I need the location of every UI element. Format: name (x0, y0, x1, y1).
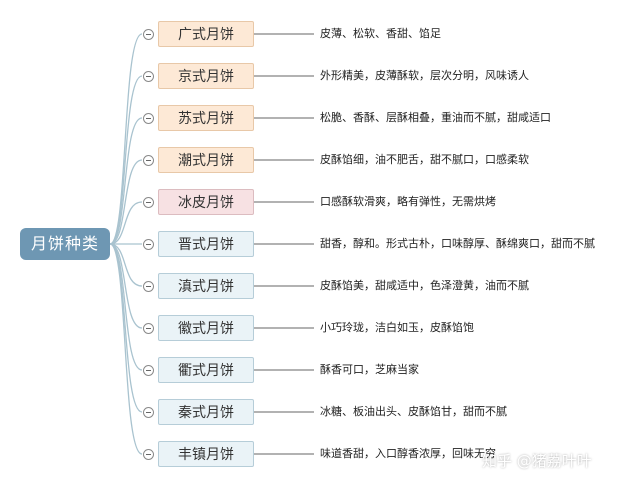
watermark: 知乎 @猪荔叶叶 (482, 452, 592, 470)
collapse-toggle-icon[interactable] (143, 406, 154, 418)
branch-node[interactable]: 徽式月饼 (158, 315, 254, 341)
collapse-toggle-icon[interactable] (143, 196, 154, 208)
branch-description: 小巧玲珑，洁白如玉，皮酥馅饱 (320, 321, 474, 334)
collapse-toggle-icon[interactable] (143, 448, 154, 460)
branch-node[interactable]: 衢式月饼 (158, 357, 254, 383)
branch-node[interactable]: 滇式月饼 (158, 273, 254, 299)
branch-description: 味道香甜，入口醇香浓厚，回味无穷 (320, 447, 496, 460)
branch-description: 皮酥馅细，油不肥舌，甜不腻口，口感柔软 (320, 153, 529, 166)
branch-description: 外形精美，皮薄酥软，层次分明，风味诱人 (320, 69, 529, 82)
connector-root-to-branch (109, 159, 143, 245)
branch-node[interactable]: 潮式月饼 (158, 147, 254, 173)
branch-node[interactable]: 广式月饼 (158, 21, 254, 47)
collapse-toggle-icon[interactable] (143, 112, 154, 124)
branch-description: 甜香，醇和。形式古朴，口味醇厚、酥绵爽口，甜而不腻 (320, 237, 595, 250)
branch-node[interactable]: 京式月饼 (158, 63, 254, 89)
collapse-toggle-icon[interactable] (143, 28, 154, 40)
branch-description: 松脆、香酥、层酥相叠，重油而不腻，甜咸适口 (320, 111, 551, 124)
collapse-toggle-icon[interactable] (143, 280, 154, 292)
branch-node[interactable]: 冰皮月饼 (158, 189, 254, 215)
root-node[interactable]: 月饼种类 (20, 228, 110, 260)
branch-node[interactable]: 晋式月饼 (158, 231, 254, 257)
collapse-toggle-icon[interactable] (143, 238, 154, 250)
connector-root-to-branch (109, 33, 143, 245)
branch-description: 酥香可口，芝麻当家 (320, 363, 419, 376)
branch-node[interactable]: 苏式月饼 (158, 105, 254, 131)
branch-description: 冰糖、板油出头、皮酥馅甘，甜而不腻 (320, 405, 507, 418)
collapse-toggle-icon[interactable] (143, 70, 154, 82)
branch-description: 皮薄、松软、香甜、馅足 (320, 27, 441, 40)
connector-root-to-branch (109, 243, 143, 455)
branch-node[interactable]: 丰镇月饼 (158, 441, 254, 467)
collapse-toggle-icon[interactable] (143, 154, 154, 166)
connector-root-to-branch (109, 201, 143, 245)
collapse-toggle-icon[interactable] (143, 322, 154, 334)
branch-description: 口感酥软滑爽，略有弹性，无需烘烤 (320, 195, 496, 208)
branch-node[interactable]: 秦式月饼 (158, 399, 254, 425)
branch-description: 皮酥馅美，甜咸适中，色泽澄黄，油而不腻 (320, 279, 529, 292)
connector-root-to-branch (109, 75, 143, 245)
connector-root-to-branch (109, 117, 143, 245)
collapse-toggle-icon[interactable] (143, 364, 154, 376)
